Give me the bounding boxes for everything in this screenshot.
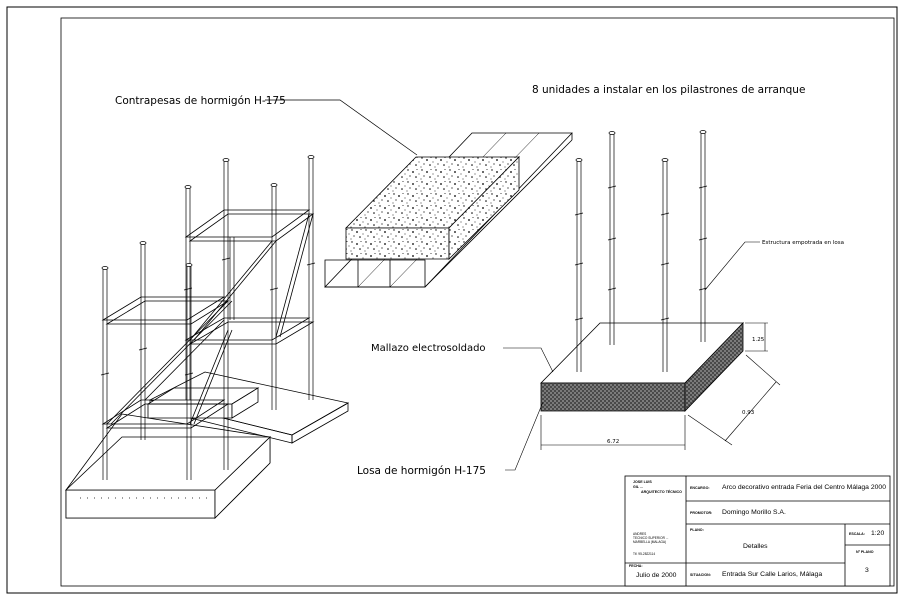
author-phone: Tlf. 95-2822114 (633, 552, 656, 556)
situacion-value: Entrada Sur Calle Larios, Málaga (722, 571, 823, 578)
label-slab: Losa de hormigón H-175 (357, 465, 486, 477)
author-detail-2: TECNICO SUPERIOR ... (633, 536, 669, 540)
leader-mesh (503, 347, 554, 373)
promotor-value: Domingo Morillo S.A. (722, 509, 786, 516)
escala-value: 1:20 (871, 530, 885, 537)
n-plano-label: Nº PLANO (856, 550, 874, 554)
slab-with-bars (540, 130, 781, 450)
dim-width: 6.72 (607, 439, 619, 445)
plano-label: PLANO: (690, 528, 704, 532)
plano-value: Detalles (743, 543, 768, 550)
label-counterweights: Contrapesas de hormigón H-175 (115, 95, 286, 107)
label-structure: Estructura empotrada en losa (762, 240, 844, 246)
author-line-2: GIL ... (633, 485, 643, 489)
scaffold-structure (64, 155, 350, 519)
sheet-border (6, 6, 898, 594)
drawing-frame (60, 17, 895, 587)
author-detail-1: ANDRES (633, 532, 647, 536)
counterweight-block (324, 132, 573, 288)
fecha-label: FECHA: (629, 564, 643, 568)
situacion-label: SITUACION: (690, 573, 711, 577)
promotor-label: PROMOTOR: (690, 511, 713, 515)
dim-depth: 0.93 (742, 410, 755, 416)
fecha-value: Julio de 2000 (636, 572, 677, 579)
dim-height: 1.25 (752, 337, 765, 343)
author-detail-3: MARBELLA (MALAGA) (633, 540, 667, 544)
title-block (624, 475, 891, 587)
n-plano-value: 3 (865, 567, 869, 574)
label-units-note: 8 unidades a instalar en los pilastrones… (532, 84, 805, 96)
label-mesh: Mallazo electrosoldado (371, 343, 486, 354)
author-line-3: ARQUITECTO TÉCNICO (641, 490, 682, 494)
author-line-1: JOSE LUIS (633, 480, 652, 484)
leader-counterweights (265, 99, 418, 156)
encargo-label: ENCARGO: (690, 486, 710, 490)
escala-label: ESCALA: (849, 532, 865, 536)
leader-slab (505, 401, 544, 471)
leader-structure (704, 241, 760, 291)
encargo-value: Arco decorativo entrada Feria del Centro… (722, 484, 886, 491)
